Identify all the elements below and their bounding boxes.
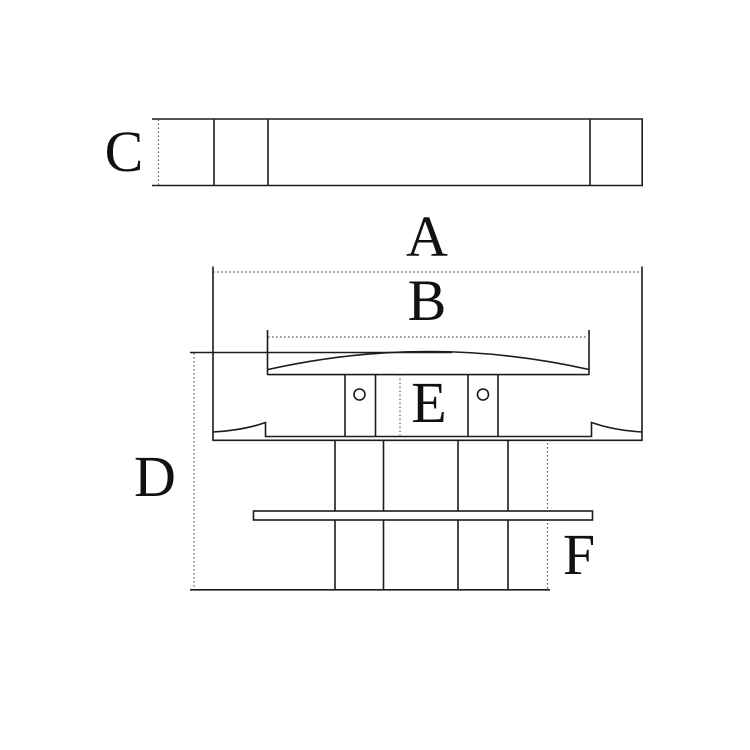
top-bar	[266, 330, 590, 376]
body-side-edges	[212, 266, 643, 440]
label-C: C	[105, 119, 144, 184]
backing-plate	[252, 510, 594, 521]
label-F: F	[563, 522, 595, 587]
top-bar-arc	[267, 350, 590, 371]
label-B: B	[408, 268, 447, 333]
side-view-horizontal-edges	[152, 118, 643, 187]
label-E: E	[411, 370, 446, 435]
center-posts	[344, 374, 499, 437]
base-wings-and-inner-edge	[212, 421, 643, 438]
bolt-hole-left	[353, 388, 366, 401]
post-edges	[344, 374, 499, 437]
front-view-body	[212, 266, 643, 442]
label-A: A	[406, 204, 448, 269]
side-view	[152, 118, 643, 187]
label-D: D	[134, 444, 176, 509]
bolt-hole-right	[476, 388, 490, 401]
side-view-vertical-edges	[213, 119, 643, 186]
